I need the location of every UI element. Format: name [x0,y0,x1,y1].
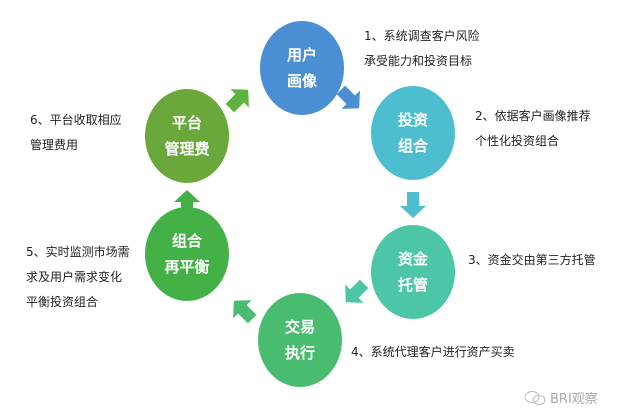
node-trade-execution: 交易执行 [258,293,342,387]
node-user-profile: 用户画像 [260,21,344,115]
arrow-icon [400,192,426,218]
node-label: 组合 [171,232,202,250]
step-3-description: 3、资金交由第三方托管 [468,248,596,273]
node-rebalance: 组合再平衡 [145,207,229,301]
node-label: 平台 [171,114,202,132]
desc-line: 管理费用 [30,138,79,152]
arrow-icon [345,279,369,303]
desc-line: 5、实时监测市场需 [26,245,130,259]
node-label: 投资 [397,111,428,129]
arrow-icon [174,190,200,216]
node-custody: 资金托管 [371,225,455,319]
step-4-description: 4、系统代理客户进行资产买卖 [351,340,515,365]
node-portfolio: 投资组合 [371,86,455,180]
node-label: 再平衡 [164,258,210,276]
node-label: 执行 [284,344,315,362]
desc-line: 求及用户需求变化 [26,270,123,284]
node-label: 资金 [397,250,428,268]
desc-line: 平衡投资组合 [26,295,99,309]
step-2-description: 2、依据客户画像推荐个性化投资组合 [475,104,591,154]
desc-line: 2、依据客户画像推荐 [475,109,591,123]
step-5-description: 5、实时监测市场需求及用户需求变化平衡投资组合 [26,240,130,315]
arrow-icon [336,85,360,109]
node-label: 托管 [397,276,428,294]
desc-line: 6、平台收取相应 [30,113,122,127]
step-6-description: 6、平台收取相应管理费用 [30,108,122,158]
watermark: BRI观察 [524,388,598,407]
node-label: 用户 [286,46,317,64]
arrow-icon [233,300,257,324]
desc-line: 个性化投资组合 [475,134,560,148]
node-label: 交易 [284,318,315,336]
step-1-description: 1、系统调查客户风险承受能力和投资目标 [364,24,480,74]
desc-line: 4、系统代理客户进行资产买卖 [351,345,515,359]
node-label: 画像 [286,72,317,90]
node-label: 组合 [397,137,428,155]
desc-line: 3、资金交由第三方托管 [468,253,596,267]
arrow-icon [225,89,249,113]
watermark-text: BRI观察 [550,392,598,407]
desc-line: 1、系统调查客户风险 [364,29,480,43]
wechat-icon [524,390,546,405]
node-label: 管理费 [164,140,210,158]
desc-line: 承受能力和投资目标 [364,54,473,68]
node-platform-fee: 平台管理费 [145,89,229,183]
